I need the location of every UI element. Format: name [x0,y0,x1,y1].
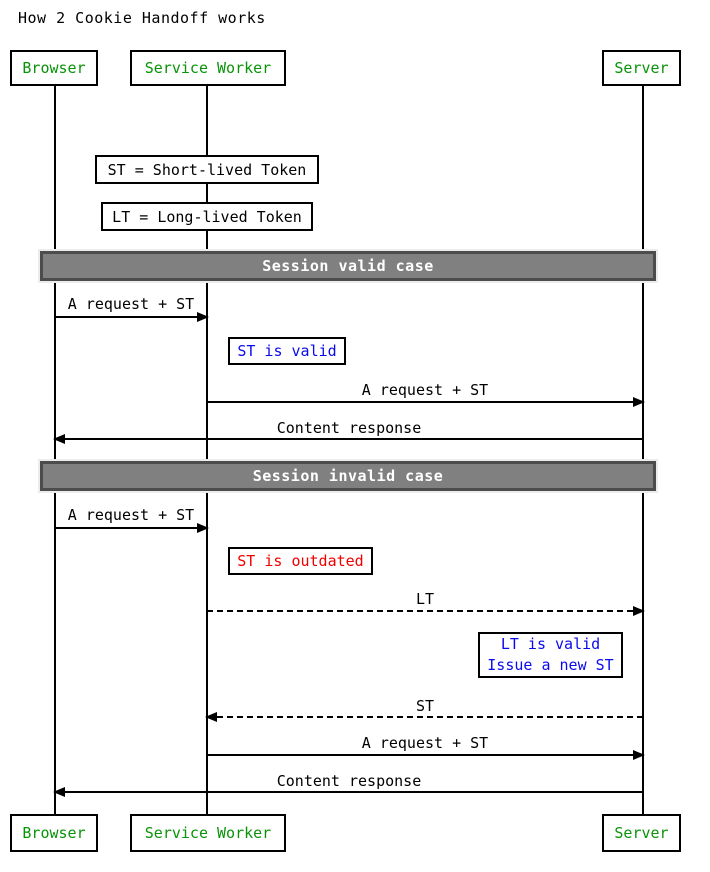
actor-service-worker-bottom: Service Worker [130,814,286,852]
lifeline-service-worker [206,86,208,814]
message-arrow-content-response-1 [53,434,643,444]
message-label-request-st-4: A request + ST [361,734,489,752]
arrowhead-right-icon [633,606,645,616]
note-st-is-valid: ST is valid [228,337,346,365]
note-st-is-outdated: ST is outdated [228,547,373,575]
message-label-content-response-2: Content response [276,772,422,790]
message-label-request-st-2: A request + ST [361,381,489,399]
legend-note-long-lived-token: LT = Long-lived Token [101,202,313,231]
actor-server-top: Server [602,50,681,86]
arrowhead-left-icon [53,434,65,444]
actor-server-bottom: Server [602,814,681,852]
arrowhead-right-icon [197,523,209,533]
message-arrow-st [205,712,643,722]
arrowhead-right-icon [197,312,209,322]
note-lt-is-valid: LT is valid Issue a new ST [478,632,623,678]
message-label-request-st-1: A request + ST [67,295,195,313]
message-label-request-st-3: A request + ST [67,506,195,524]
message-arrow-lt [207,606,645,616]
message-arrow-request-st-3 [55,523,209,533]
arrowhead-right-icon [633,750,645,760]
section-bar-invalid-case: Session invalid case [40,461,656,491]
message-arrow-request-st-1 [55,312,209,322]
section-bar-valid-case: Session valid case [40,251,656,281]
lifeline-server [642,86,644,814]
note-lt-is-valid-line1: LT is valid [500,635,601,653]
actor-browser-top: Browser [10,50,98,86]
actor-service-worker-top: Service Worker [130,50,286,86]
legend-note-short-lived-token: ST = Short-lived Token [95,155,319,184]
message-label-content-response-1: Content response [276,419,422,437]
message-label-st: ST [415,697,435,715]
arrowhead-left-icon [53,787,65,797]
diagram-title: How 2 Cookie Handoff works [18,9,266,27]
message-label-lt: LT [415,590,435,608]
arrowhead-left-icon [205,712,217,722]
lifeline-browser [54,86,56,814]
actor-browser-bottom: Browser [10,814,98,852]
note-lt-is-valid-line2: Issue a new ST [487,656,614,674]
message-arrow-request-st-2 [207,397,645,407]
message-arrow-request-st-4 [207,750,645,760]
message-arrow-content-response-2 [53,787,643,797]
arrowhead-right-icon [633,397,645,407]
